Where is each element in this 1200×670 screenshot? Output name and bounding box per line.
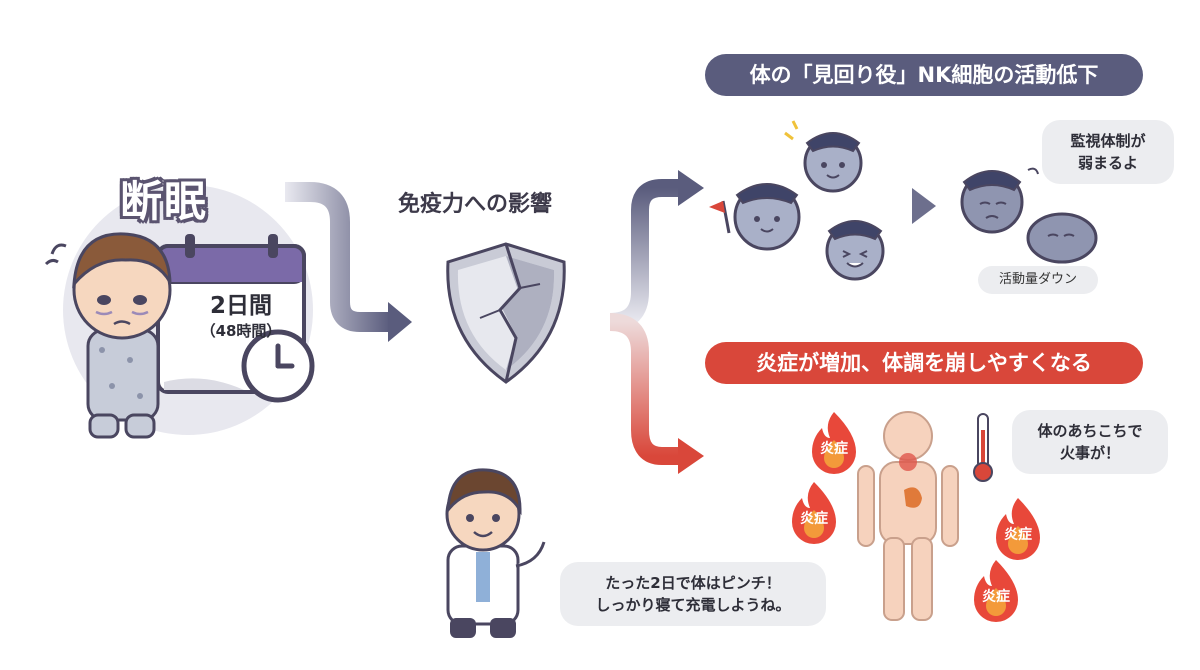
- flame-icon: 炎症: [806, 410, 862, 474]
- doctor-line: しっかり寝て充電しようね。: [595, 596, 791, 614]
- flame-label: 炎症: [800, 511, 828, 527]
- nk-cells-active-illustration: [709, 120, 885, 281]
- nk-cell-collapsed: [1026, 212, 1098, 264]
- nk-bubble-line: 監視体制が: [1070, 132, 1146, 150]
- nk-cells-tired-illustration: [960, 167, 1098, 264]
- inflammation-speech-bubble: 体のあちこちで 火事が！: [1012, 410, 1168, 474]
- nk-cell-banner: 体の「見回り役」NK細胞の活動低下: [705, 54, 1143, 96]
- nk-state-arrow: [912, 188, 936, 224]
- arrow-to-nk: [609, 179, 680, 331]
- sleep-deprivation-title: 断眠: [120, 177, 209, 226]
- arrow-to-inflammation: [609, 313, 680, 465]
- doctor-character: [445, 468, 546, 638]
- flame-icon: 炎症: [990, 496, 1046, 560]
- doctor-speech-bubble: たった2日で体はピンチ！ しっかり寝て充電しようね。: [560, 562, 826, 626]
- flame-label: 炎症: [982, 589, 1010, 605]
- nk-cell-character: [784, 120, 863, 193]
- nk-cell-character: [825, 220, 885, 281]
- nk-bubble-line: 弱まるよ: [1077, 154, 1138, 172]
- inflammation-bubble-line: 火事が！: [1059, 444, 1120, 462]
- flame-label: 炎症: [820, 441, 848, 457]
- nk-cell-sleepy: [960, 167, 1039, 234]
- inflammation-bubble-line: 体のあちこちで: [1037, 422, 1143, 440]
- flame-icon: 炎症: [968, 558, 1024, 622]
- immunity-topic-label: 免疫力への影響: [398, 192, 553, 217]
- doctor-line: たった2日で体はピンチ！: [605, 574, 781, 592]
- nk-cell-flag: [709, 200, 731, 234]
- calendar-duration: 2日間: [209, 293, 272, 319]
- nk-cell-character: [733, 183, 801, 251]
- sleep-deprivation-panel: [40, 160, 370, 450]
- inflammation-banner: 炎症が増加、体調を崩しやすくなる: [705, 342, 1143, 384]
- tired-boy-character: [44, 232, 172, 439]
- sleep-deprivation-illustration: [44, 185, 315, 439]
- cracked-shield-icon: [446, 242, 566, 384]
- clock-icon: [241, 329, 315, 403]
- thermometer-icon: [973, 413, 993, 482]
- inflamed-body-illustration: [857, 411, 959, 621]
- flame-label: 炎症: [1004, 527, 1032, 543]
- activity-down-label: 活動量ダウン: [978, 266, 1098, 294]
- flame-icon: 炎症: [786, 480, 842, 544]
- nk-speech-bubble: 監視体制が 弱まるよ: [1042, 120, 1174, 184]
- calendar-hours: （48時間）: [200, 322, 282, 340]
